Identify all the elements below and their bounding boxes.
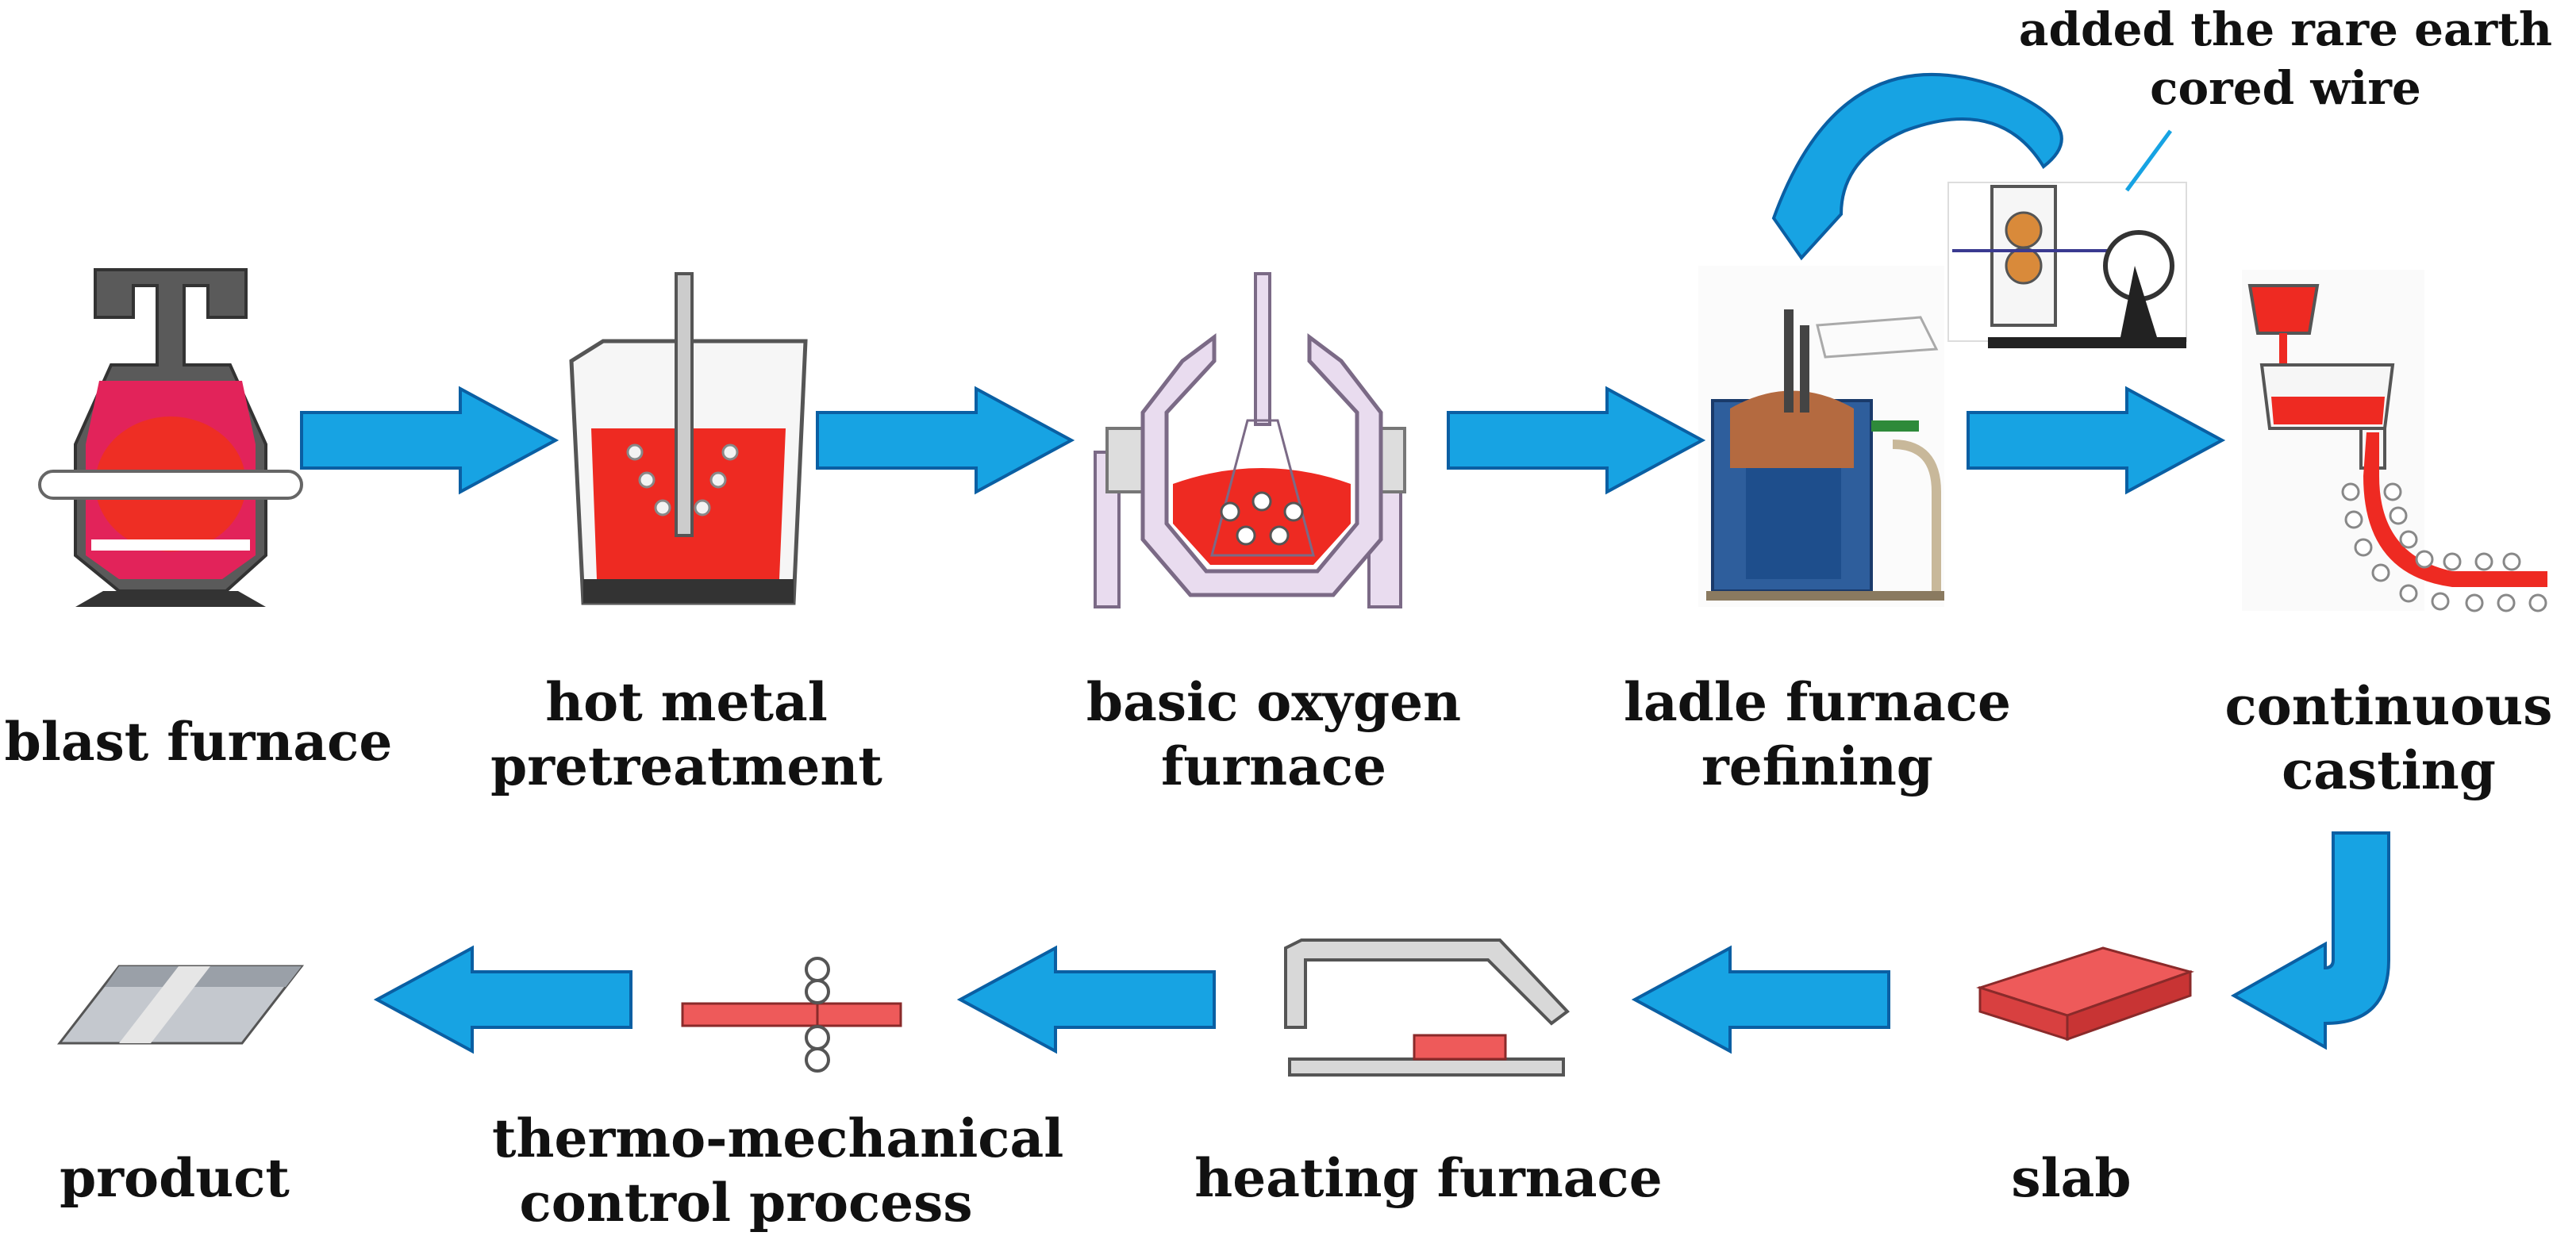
bent-arrow-icon [2230,831,2390,1050]
annotation-leader-line [2124,129,2173,192]
label-slab: slab [1944,1146,2198,1211]
label-product: product [32,1146,317,1211]
label-product-text: product [60,1147,290,1209]
label-annotation-cored-wire: added the rare earth cored wire [2000,0,2571,117]
label-casting-line2: casting [2282,739,2496,801]
label-blast-furnace: blast furnace [0,710,397,774]
label-bof-line1: basic oxygen [1086,671,1462,733]
arrow-right-2-icon [816,386,1075,495]
label-heating-furnace: heating furnace [1190,1146,1667,1211]
arrow-right-1-icon [300,386,559,495]
arrow-left-3-icon [373,945,632,1054]
ladle-furnace-icon [1698,266,1944,607]
label-continuous-casting: continuous casting [2206,674,2571,802]
arrow-right-3-icon [1447,386,1706,495]
label-hot-metal-pretreatment: hot metal pretreatment [476,670,897,798]
label-hot-metal-line1: hot metal [545,671,828,733]
label-basic-oxygen-furnace: basic oxygen furnace [1063,670,1484,798]
label-ladle-line2: refining [1701,735,1933,797]
label-thermo-mechanical: thermo-mechanical control process [492,1107,1064,1234]
label-slab-text: slab [2011,1147,2132,1209]
annotation-line1: added the rare earth [2018,2,2553,56]
arrow-left-1-icon [1631,945,1890,1054]
label-tmcp-line2: control process [519,1171,973,1234]
label-ladle-furnace-refining: ladle furnace refining [1603,670,2032,798]
arrow-left-2-icon [956,945,1216,1054]
label-heating-furnace-text: heating furnace [1194,1147,1663,1209]
continuous-casting-icon [2242,270,2547,612]
slab-icon [1976,946,2195,1042]
product-sheet-icon [56,965,305,1045]
wire-feeder-icon [1947,182,2187,348]
label-bof-line2: furnace [1160,735,1387,797]
rolling-mill-icon [681,957,902,1073]
pretreatment-ladle-icon [569,272,808,605]
label-hot-metal-line2: pretreatment [490,735,882,797]
label-ladle-line1: ladle furnace [1623,671,2012,733]
curved-feed-arrow-icon [1771,72,2063,261]
label-tmcp-line1: thermo-mechanical [492,1107,1064,1169]
arrow-right-4-icon [1967,386,2226,495]
heating-furnace-icon [1284,938,1570,1077]
annotation-line2: cored wire [2150,61,2421,116]
label-casting-line1: continuous [2224,675,2553,737]
label-blast-furnace-text: blast furnace [4,711,393,773]
basic-oxygen-furnace-icon [1094,272,1406,608]
blast-furnace-icon [38,268,303,607]
